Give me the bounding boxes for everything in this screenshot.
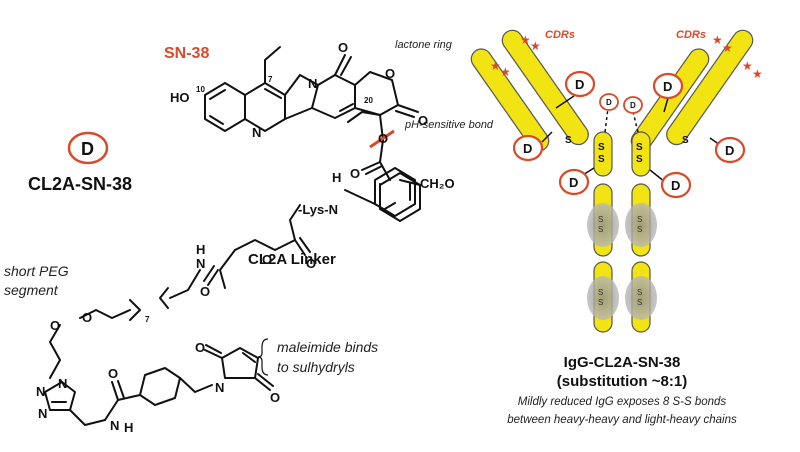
cyclohexane-amide-h-label: H [124,420,133,435]
hinge-s-4: S [636,154,643,165]
antibody-drug-5: D [523,141,532,156]
linker-carbonyl-o-label: O [306,256,316,271]
cdr-label-right: CDRs [676,29,706,41]
svg-text:★: ★ [722,41,733,55]
lactone-o-label: O [385,66,395,81]
sn38-title: SN-38 [164,45,209,62]
quinoline-n-label: N [252,125,261,140]
maleimide-o1-label: O [195,340,205,355]
position-7: 7 [268,75,273,84]
hinge-s-3: S [636,142,643,153]
svg-text:★: ★ [490,59,501,73]
peg-label-line1: short PEG [4,263,69,279]
maleimide-o2-label: O [270,390,280,405]
right-light-chain [666,29,754,146]
antibody-caption-line2: between heavy-heavy and light-heavy chai… [507,414,737,426]
position-10: 10 [196,85,205,94]
svg-text:★: ★ [742,59,753,73]
ch2o-label: CH₂O [420,176,455,191]
cl2a-linker-label: CL2A Linker [248,251,336,268]
arm-s-right: S [682,135,689,146]
peg-o-label: O [82,310,92,325]
position-20: 20 [364,96,373,105]
antibody-drug-8: D [671,178,680,193]
antibody-caption-line1: Mildly reduced IgG exposes 8 S-S bonds [518,396,727,408]
lys-label: -Lys-N [298,202,338,217]
maleimide-brace [257,338,269,376]
lactone-ring-label: lactone ring [395,39,453,51]
fc-ss-8: S [637,298,642,307]
ether-o-label: O [262,252,272,267]
carbonate-carbonyl-o-label: O [350,166,360,181]
peg-subscript: 7 [145,315,150,324]
carbonate-o-label: O [378,131,388,146]
antibody-drug-2: D [663,79,672,94]
amide-n-label: N [196,256,205,271]
drug-bonds [541,95,721,183]
antibody-drug-7: D [569,175,578,190]
right-hinge [631,131,651,177]
hinge-s-1: S [598,142,605,153]
amide-o-label: O [200,284,210,299]
triazole-n2-label: N [58,376,67,391]
pyrrolo-n-label: N [308,76,317,91]
drug-links [604,107,639,133]
ph-bond-marker [369,129,395,149]
svg-text:★: ★ [520,33,531,47]
antibody-caption-title: IgG-CL2A-SN-38 [564,354,681,371]
cdr-stars: ★ ★ ★ ★ ★ ★ ★ ★ [490,33,763,81]
chemical-structure [44,46,421,426]
fc-ss-5: S [598,288,603,297]
antibody-drug-1: D [575,77,584,92]
cdr-label-left: CDRs [545,29,575,41]
svg-text:★: ★ [530,39,541,53]
antibody-drugs [512,70,746,199]
fc-ss-1: S [598,215,603,224]
fc-ss-4: S [637,225,642,234]
maleimide-label-line2: to sulhydryls [277,359,355,375]
svg-text:★: ★ [500,65,511,79]
maleimide-label-line1: maleimide binds [277,339,378,355]
triazole-n3-label: N [38,406,47,421]
amine-h-label: H [332,170,341,185]
cl2a-sn38-label: CL2A-SN-38 [28,174,132,194]
fc-ss-6: S [598,298,603,307]
antibody-drug-4: D [630,101,636,110]
amide-h-label: H [196,242,205,257]
arm-s-left: S [565,135,572,146]
drug-marker-circle [67,131,109,165]
peg-label-line2: segment [4,282,59,298]
hydroxyl-label: HO [170,90,190,105]
svg-text:★: ★ [752,67,763,81]
gray-domains [587,203,657,320]
antibody-drug-3: D [606,98,612,107]
fc-ss-3: S [637,215,642,224]
cyclohexane-amide-n-label: N [110,418,119,433]
maleimide-n-label: N [215,380,224,395]
ph-sensitive-bond-label: pH-sensitive bond [404,119,494,131]
fc-ss-7: S [637,288,642,297]
peg-o2-label: O [50,318,60,333]
fc-ss-2: S [598,225,603,234]
left-light-chain [501,29,589,146]
left-heavy-chain-arm [470,48,550,152]
drug-marker-label: D [81,139,94,159]
svg-text:★: ★ [712,33,723,47]
cyclohexane-amide-o-label: O [108,366,118,381]
lactone-carbonyl-o-label: O [418,113,428,128]
antibody-drug-6: D [725,143,734,158]
hinge-s-2: S [598,154,605,165]
antibody-caption-sub: (substitution ~8:1) [557,373,687,390]
triazole-n1-label: N [36,384,45,399]
left-hinge [593,131,613,177]
ketone-o-label: O [338,40,348,55]
